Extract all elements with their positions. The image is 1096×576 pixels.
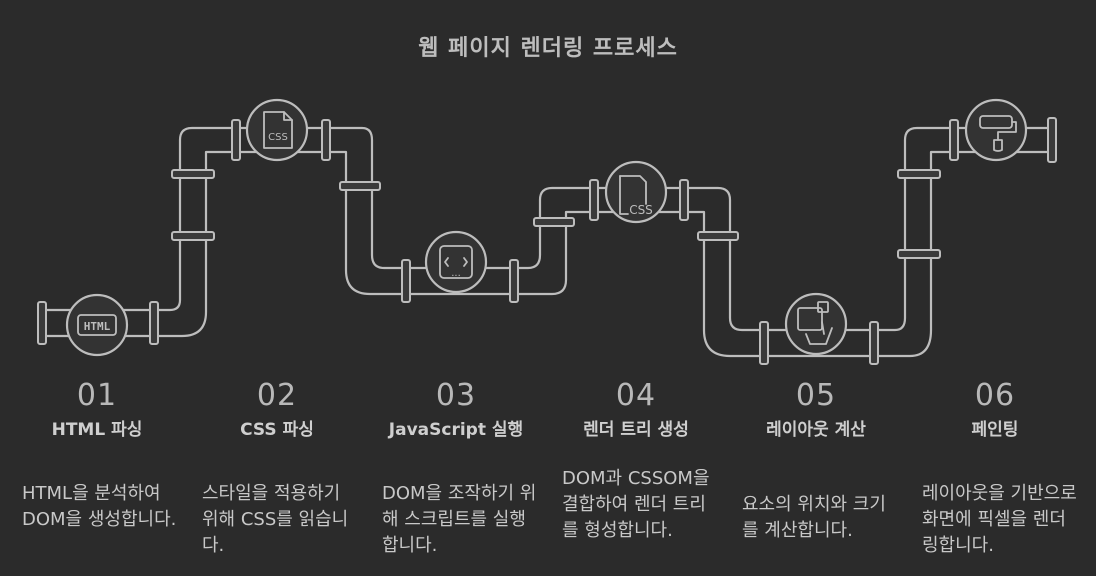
step-title: JavaScript 실행 [388, 420, 524, 440]
flange [509, 259, 519, 303]
svg-text:...: ... [451, 268, 461, 279]
svg-text:HTML: HTML [84, 320, 111, 333]
step-number: 05 [795, 378, 837, 413]
flange [339, 181, 381, 191]
step-description: DOM과 CSSOM을 결합하여 렌더 트리를 형성합니다. [562, 468, 710, 541]
svg-text:CSS: CSS [629, 203, 653, 217]
step-5: 05 레이아웃 계산 [736, 378, 896, 441]
step-title: HTML 파싱 [51, 420, 143, 440]
step-title: 렌더 트리 생성 [583, 420, 689, 440]
step-4: 04 렌더 트리 생성 [556, 378, 716, 441]
layout-touch-icon [797, 301, 833, 345]
step-1: 01 HTML 파싱 [17, 378, 177, 441]
flange [231, 119, 241, 161]
flange [679, 179, 689, 221]
flange [759, 321, 769, 365]
code-window-icon: ... [439, 245, 473, 279]
html-icon: HTML [77, 314, 117, 336]
flange [897, 169, 941, 179]
flange [37, 301, 47, 345]
node-css [245, 98, 309, 162]
node-paint [964, 98, 1028, 162]
step-description: 요소의 위치와 크기를 계산합니다. [742, 494, 886, 541]
step-3: 03 JavaScript 실행 [376, 378, 536, 441]
step-title: CSS 파싱 [240, 420, 314, 440]
step-2: 02 CSS 파싱 [197, 378, 357, 441]
flange [171, 231, 215, 241]
pipeline-diagram: HTML CSS ... CSS [37, 98, 1057, 365]
step-number: 03 [435, 378, 477, 413]
css-document-icon: CSS [619, 175, 653, 217]
pipe-outer [38, 126, 1057, 332]
step-description: 레이아웃을 기반으로 화면에 픽셀을 렌더링합니다. [922, 483, 1077, 556]
node-js [424, 230, 488, 294]
step-6: 06 페인팅 [915, 378, 1075, 441]
flange [897, 249, 941, 259]
step-description: HTML을 분석하여 DOM을 생성합니다. [22, 483, 177, 530]
pipe-inner [38, 150, 1057, 358]
node-html [65, 293, 129, 357]
step-number: 06 [974, 378, 1016, 413]
css-file-icon: CSS [263, 111, 293, 149]
step-number: 04 [615, 378, 657, 413]
step-number: 01 [76, 378, 118, 413]
step-description: DOM을 조작하기 위해 스크립트를 실행합니다. [382, 483, 537, 556]
step-description: 스타일을 적용하기 위해 CSS를 읽습니다. [202, 483, 349, 556]
step-number: 02 [256, 378, 298, 413]
paint-roller-icon [979, 115, 1017, 152]
flange [149, 301, 159, 345]
flange [949, 119, 959, 161]
step-title: 레이아웃 계산 [766, 420, 866, 440]
node-layout [784, 292, 848, 356]
diagram-title: 웹 페이지 렌더링 프로세스 [418, 36, 678, 61]
svg-text:CSS: CSS [268, 132, 288, 143]
flange [401, 259, 411, 303]
flange [589, 179, 599, 221]
flange [697, 231, 739, 241]
node-render-tree [604, 160, 668, 224]
flange [1047, 117, 1057, 163]
flange [869, 321, 879, 365]
flange [533, 217, 575, 227]
step-title: 페인팅 [971, 420, 1019, 440]
flange [321, 119, 331, 161]
flange [171, 169, 215, 179]
